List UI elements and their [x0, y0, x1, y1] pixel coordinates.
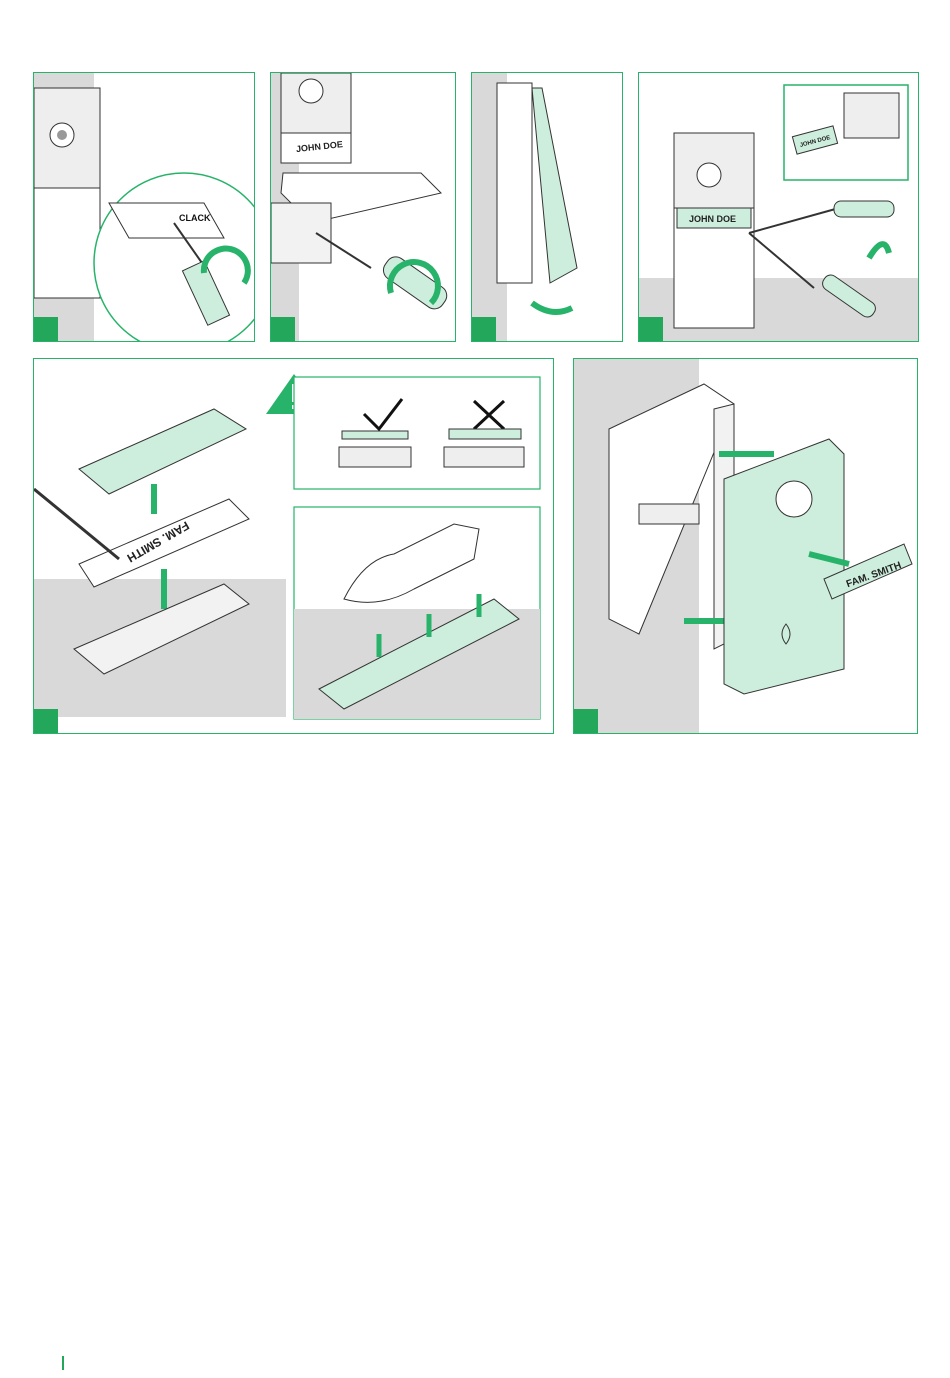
- step-badge: [472, 317, 496, 341]
- step-4-illustration: JOHN DOE JOHN DOE: [639, 73, 919, 342]
- nameplate-text: JOHN DOE: [689, 214, 736, 224]
- step-3-panel: [471, 72, 623, 342]
- step-5-panel: FAM. SMITH: [33, 358, 554, 734]
- step-1-panel: CLACK: [33, 72, 255, 342]
- step-1-illustration: CLACK: [34, 73, 255, 342]
- step-2-panel: JOHN DOE: [270, 72, 456, 342]
- page-footer-mark: [62, 1356, 64, 1370]
- clack-label: CLACK: [179, 213, 211, 223]
- step-badge: [34, 317, 58, 341]
- step-5-illustration: FAM. SMITH: [34, 359, 554, 734]
- step-2-illustration: JOHN DOE: [271, 73, 456, 342]
- step-4-panel: JOHN DOE JOHN DOE: [638, 72, 919, 342]
- step-6-illustration: FAM. SMITH: [574, 359, 918, 734]
- step-badge: [34, 709, 58, 733]
- step-6-panel: FAM. SMITH: [573, 358, 918, 734]
- step-3-illustration: [472, 73, 623, 342]
- step-badge: [574, 709, 598, 733]
- step-badge: [271, 317, 295, 341]
- step-badge: [639, 317, 663, 341]
